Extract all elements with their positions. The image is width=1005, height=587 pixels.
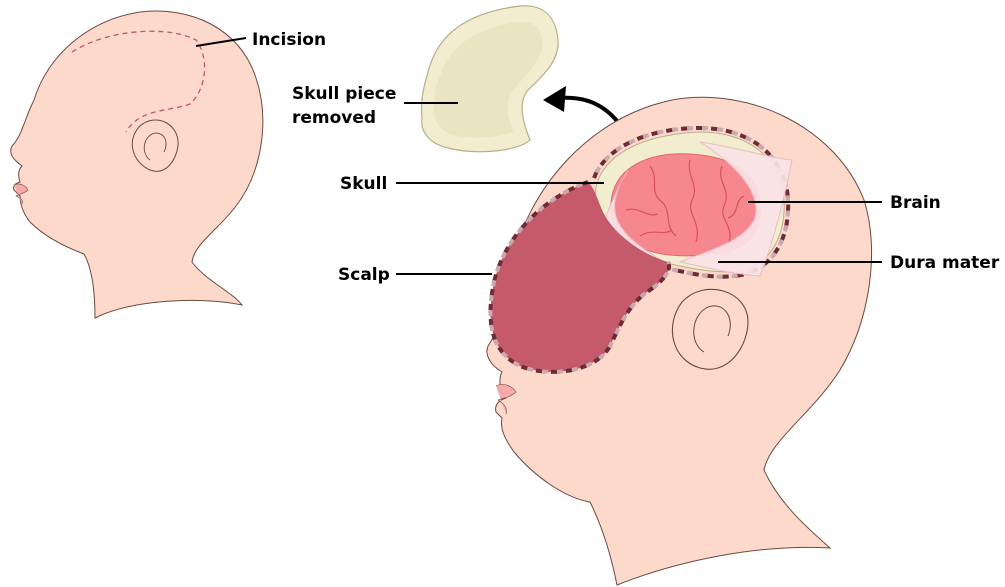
skull-piece — [421, 6, 558, 152]
arrow-head — [543, 86, 566, 112]
skull-label: Skull — [340, 174, 387, 194]
skull-piece-label-line2: removed — [292, 108, 376, 128]
large-head — [487, 97, 872, 585]
scalp-label: Scalp — [338, 265, 390, 285]
dura-mater-label: Dura mater — [890, 253, 1000, 273]
incision-label: Incision — [252, 30, 326, 50]
brain-label: Brain — [890, 193, 941, 213]
small-head-silhouette — [11, 11, 263, 318]
small-head — [11, 11, 263, 318]
skull-piece-label-line1: Skull piece — [292, 84, 396, 104]
